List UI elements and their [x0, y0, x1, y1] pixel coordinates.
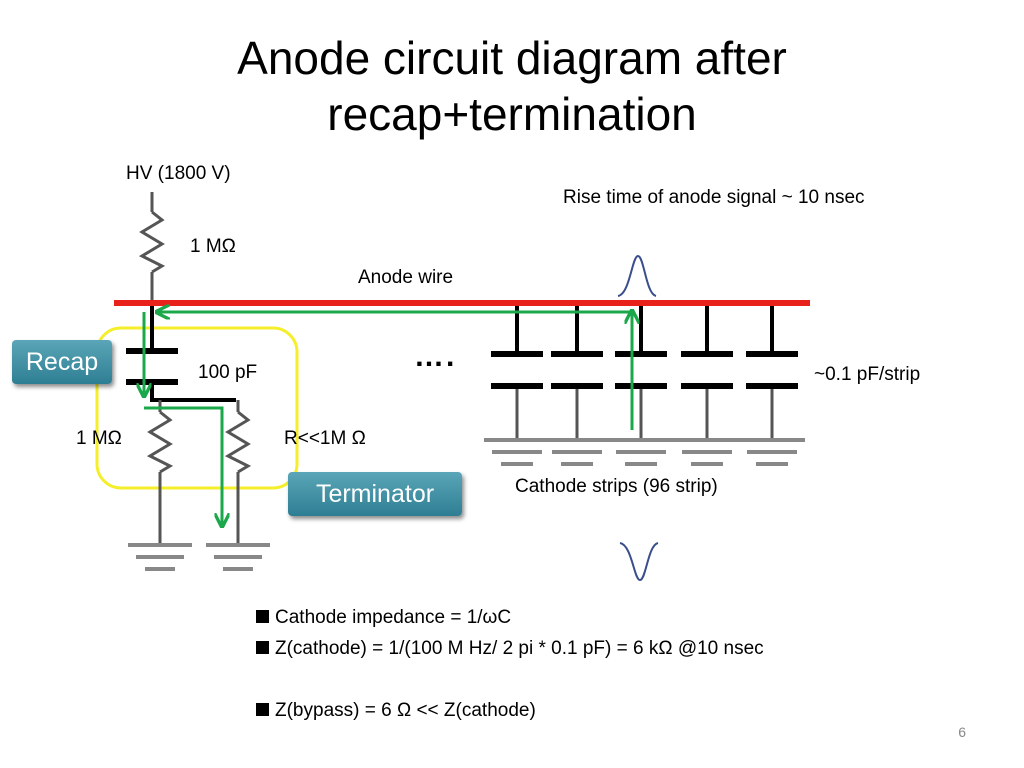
hv-label: HV (1800 V) [126, 163, 231, 184]
bullet-item: Z(bypass) = 6 Ω << Z(cathode) [256, 695, 764, 726]
terminator-resistor-label: R<<1M Ω [284, 428, 366, 449]
bias-resistor [126, 400, 194, 571]
cathode-strip-3 [608, 306, 674, 464]
signal-arrow-bypass [144, 406, 222, 525]
bias-resistor-label: 1 MΩ [76, 428, 122, 449]
page-number: 6 [958, 724, 966, 740]
recap-highlight-box [95, 326, 299, 490]
terminator-badge: Terminator [288, 472, 462, 516]
strip-capacitance-label: ~0.1 pF/strip [814, 364, 921, 385]
bullet-spacer [256, 664, 764, 695]
bullet-square-icon [256, 703, 269, 716]
ellipsis-dots: …. [414, 340, 457, 373]
cathode-strip-4 [674, 306, 740, 464]
cathode-strip-5 [739, 306, 805, 464]
rise-time-label: Rise time of anode signal ~ 10 nsec [563, 187, 865, 208]
bullet-item: Cathode impedance = 1/ωC [256, 602, 764, 633]
bullet-square-icon [256, 610, 269, 623]
title-line-2: recap+termination [327, 88, 697, 140]
slide-title: Anode circuit diagram after recap+termin… [0, 30, 1024, 142]
bullet-item: Z(cathode) = 1/(100 M Hz/ 2 pi * 0.1 pF)… [256, 633, 764, 664]
capacitor-label: 100 pF [198, 362, 258, 383]
cathode-strip-1 [484, 306, 550, 464]
hv-resistor [138, 192, 166, 303]
cathode-pulse-shape [619, 542, 659, 582]
terminator-resistor [204, 400, 272, 571]
cathode-strip-2 [544, 306, 610, 464]
signal-path [144, 312, 632, 525]
anode-pulse-shape [617, 254, 657, 297]
bullet-list: Cathode impedance = 1/ωC Z(cathode) = 1/… [256, 602, 764, 726]
recap-capacitor [126, 306, 236, 402]
bullet-square-icon [256, 641, 269, 654]
top-resistor-label: 1 MΩ [190, 236, 236, 257]
anode-wire-label: Anode wire [358, 267, 454, 288]
cathode-strips-label: Cathode strips (96 strip) [515, 476, 718, 497]
recap-badge: Recap [12, 340, 112, 384]
title-line-1: Anode circuit diagram after [237, 32, 787, 84]
